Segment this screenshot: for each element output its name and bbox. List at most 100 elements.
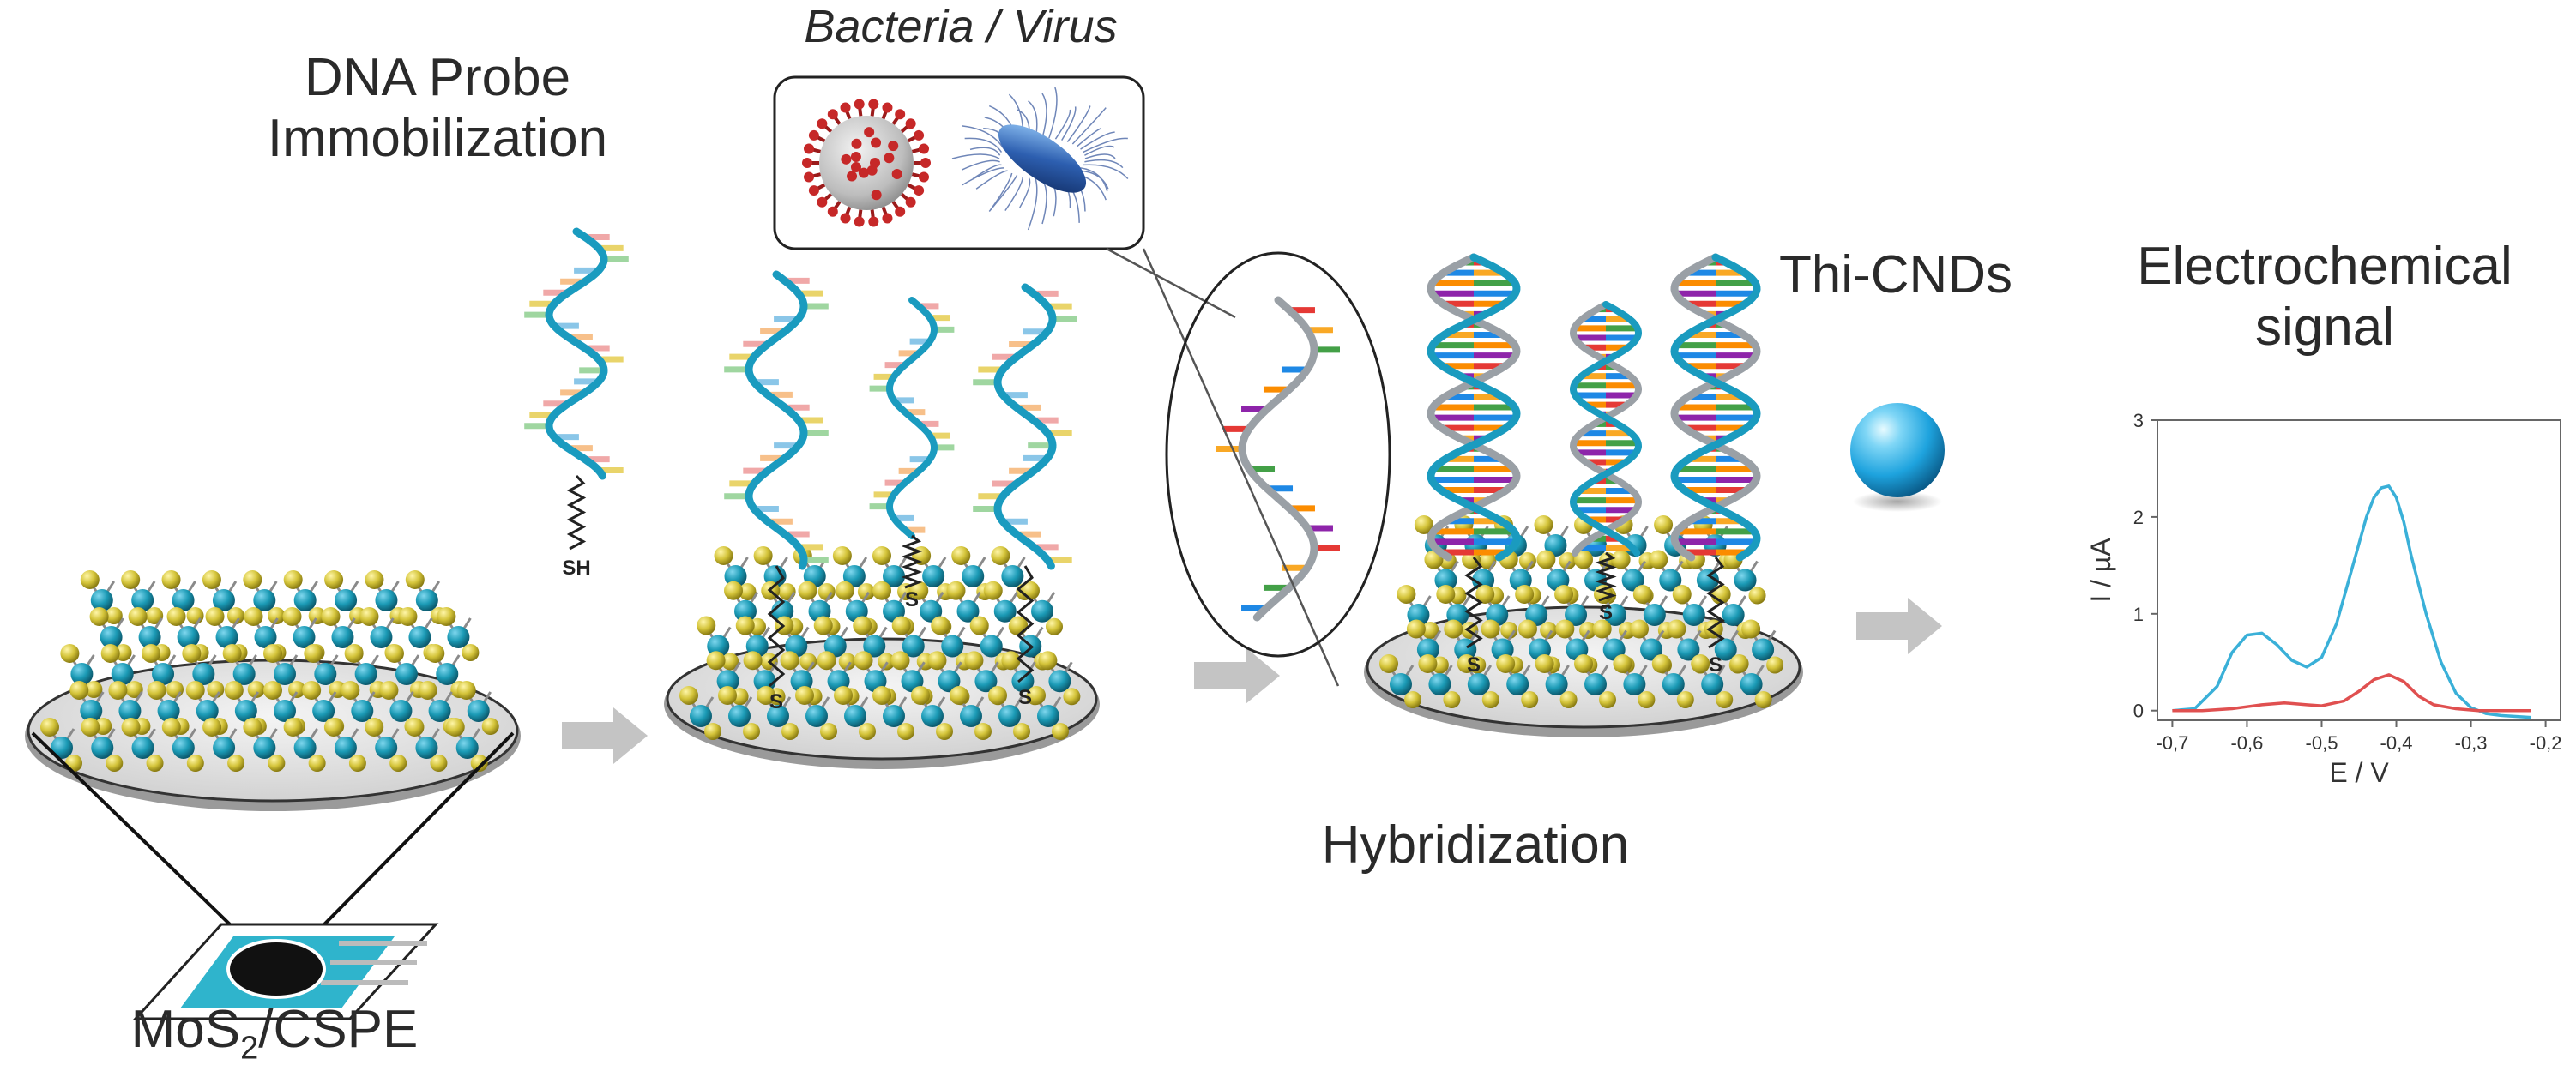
spike-head [914, 185, 925, 196]
linker-chain [1595, 551, 1617, 602]
s-atom [85, 681, 103, 698]
s-atom [1599, 691, 1616, 708]
mo-atom [1037, 705, 1059, 727]
mo-atom [375, 737, 398, 759]
mo-atom [334, 737, 357, 759]
mo-atom [1467, 673, 1490, 695]
s-atom [1741, 619, 1761, 639]
mo-atom [428, 700, 451, 722]
mo-atom [212, 589, 235, 611]
s-atom [161, 718, 181, 737]
electrode-label-prefix: MoS [130, 1000, 241, 1059]
mo-atom [415, 589, 438, 611]
s-atom [1515, 585, 1535, 604]
s-atom [384, 644, 404, 663]
mo-atom [956, 599, 980, 623]
spike-head [802, 158, 812, 168]
s-atom [838, 653, 856, 671]
callout-line-top [1106, 247, 1236, 319]
s-atom [757, 686, 775, 705]
y-tick-label: 3 [2133, 410, 2144, 431]
mo-atom [131, 589, 154, 611]
s-atom [1574, 654, 1593, 673]
mo-atom [844, 705, 866, 727]
mo-atom [980, 635, 1003, 658]
spike-head [871, 137, 882, 148]
mo-atom [1011, 670, 1035, 693]
flagellum [990, 172, 1013, 210]
mo-atom [232, 663, 256, 685]
mo-atom [293, 589, 317, 611]
s-atom [222, 644, 242, 663]
s-atom [263, 644, 282, 663]
backbone [993, 283, 1057, 570]
thiol-label: S [1709, 653, 1722, 677]
mo-atom [375, 589, 398, 611]
s-atom [724, 581, 743, 600]
s-atom [1593, 585, 1613, 604]
target-dna [1216, 296, 1340, 622]
x-tick-label: -0,2 [2530, 732, 2562, 754]
s-atom [1632, 585, 1652, 604]
spike-head [827, 109, 838, 120]
spike-head [868, 99, 879, 110]
s-atom [1500, 622, 1518, 639]
chart-frame [2157, 419, 2561, 721]
spike-head [871, 190, 882, 201]
callout-line-bottom [1142, 248, 1340, 687]
spike-head [847, 171, 858, 182]
spike-head [817, 196, 828, 208]
s-atom [1052, 723, 1069, 740]
s-atom [799, 653, 817, 671]
linker-chain [901, 534, 923, 589]
x-axis-label: E / V [2329, 757, 2389, 788]
thi-cnd-sphere [1850, 403, 1945, 512]
s-atom [927, 651, 947, 671]
arrow-2 [1194, 647, 1280, 704]
mo-atom [1682, 604, 1705, 626]
mo-atom [395, 663, 418, 685]
s-atom [983, 581, 1003, 600]
spike-head [804, 171, 815, 183]
s-atom [69, 681, 89, 700]
s-atom [348, 755, 366, 772]
mo-atom [314, 663, 337, 685]
virus-icon [802, 99, 931, 227]
s-atom [470, 755, 488, 772]
spike-head [817, 118, 828, 129]
y-axis-label: I / µA [2085, 538, 2116, 603]
bacterium-icon [951, 87, 1129, 231]
s-atom [795, 686, 814, 705]
mo-atom [863, 635, 886, 658]
electrode-label-suffix: /CSPE [258, 1000, 419, 1059]
backbone [885, 297, 938, 539]
thiol-linker: S [1016, 565, 1035, 709]
thiol-label: S [1599, 601, 1613, 624]
mo-atom [1416, 638, 1439, 661]
s-atom [462, 644, 480, 661]
s-atom [1027, 686, 1046, 705]
s-atom [121, 718, 141, 737]
s-atom [268, 607, 286, 624]
s-atom [224, 681, 244, 700]
s-atom [243, 570, 262, 589]
process-arrows [562, 598, 1942, 764]
spike-head [858, 167, 869, 178]
s-atom [243, 718, 262, 737]
mo-atom [351, 700, 374, 722]
s-atom [853, 616, 872, 635]
y-tick-label: 2 [2133, 507, 2144, 528]
s-atom [304, 644, 323, 663]
mo-atom [734, 599, 757, 623]
s-atom [1421, 622, 1439, 639]
double-strand-dna [1569, 301, 1643, 557]
mo-atom [177, 626, 200, 648]
mo-atom [312, 700, 335, 722]
s-atom [125, 681, 143, 698]
s-atom [121, 570, 141, 589]
backbone [1238, 296, 1318, 622]
spike-head [851, 138, 862, 149]
spike-head [918, 171, 929, 183]
